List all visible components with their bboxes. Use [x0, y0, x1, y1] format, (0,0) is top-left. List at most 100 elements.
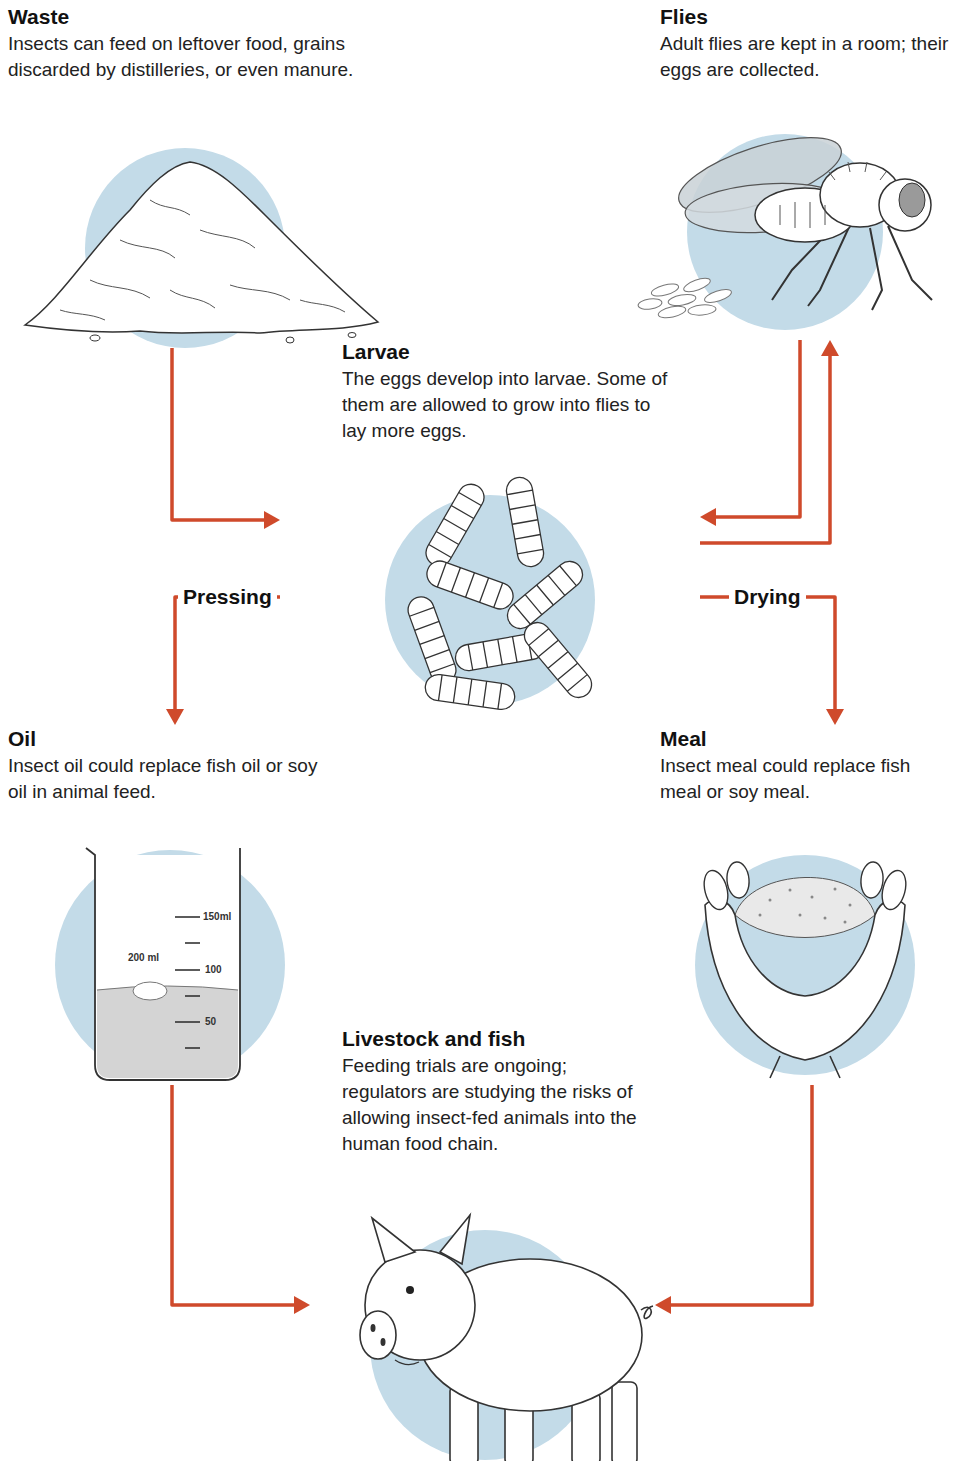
flow-arrow [172, 1085, 310, 1314]
edge-label: Pressing [178, 584, 277, 610]
flow-arrow [655, 1085, 812, 1314]
node-body: Insect oil could replace fish oil or soy… [8, 753, 328, 805]
meal-illustration [695, 855, 915, 1075]
waste-illustration [25, 162, 378, 333]
waste-illustration [90, 333, 356, 344]
larvae-illustration [404, 475, 596, 711]
larvae-illustration [502, 556, 588, 634]
fly-illustration [637, 297, 662, 310]
flow-line [175, 597, 280, 713]
beaker-illustration [133, 982, 167, 1000]
waste-illustration [60, 310, 105, 320]
meal-illustration [759, 888, 852, 924]
fly-illustration [888, 226, 932, 300]
meal-illustration [770, 1056, 840, 1078]
pig-illustration [365, 1250, 475, 1360]
larvae-illustration [404, 593, 459, 686]
node-body: Insect meal could replace fish meal or s… [660, 753, 950, 805]
flow-line [700, 352, 830, 543]
larvae-illustration [438, 675, 501, 709]
larvae-illustration [421, 480, 489, 571]
node-heading: Larvae [342, 338, 672, 366]
beaker-illustration [175, 917, 200, 1048]
beaker-illustration [55, 848, 285, 1080]
fly-illustration [667, 293, 696, 308]
waste-illustration [60, 200, 345, 320]
beaker-illustration [185, 1047, 200, 1049]
stage-node: WasteInsects can feed on leftover food, … [5, 3, 435, 348]
meal-illustration [849, 904, 852, 907]
flow-line [700, 597, 835, 713]
beaker-illustration [185, 995, 200, 997]
arrow-head [821, 340, 839, 356]
flow-line [667, 1085, 812, 1305]
pig-illustration [612, 1382, 637, 1461]
fly-illustration [899, 183, 925, 217]
fly-illustration [780, 202, 825, 228]
larvae-illustration [404, 593, 459, 686]
flow-line [172, 348, 268, 520]
beaker-illustration [86, 848, 240, 1080]
stage-node: Livestock and fishFeeding trials are ong… [310, 1025, 655, 1461]
fly-illustration [657, 304, 686, 320]
flow-arrow [166, 597, 280, 725]
larvae-illustration [423, 557, 516, 612]
fly-illustration [637, 122, 932, 330]
larvae-illustration [421, 480, 489, 571]
waste-illustration [300, 300, 345, 312]
meal-illustration [824, 917, 827, 920]
flow-arrow [700, 340, 800, 526]
beaker-illustration [185, 942, 200, 944]
beaker-illustration [97, 986, 238, 1078]
flow-line [712, 340, 800, 517]
waste-illustration [170, 290, 215, 308]
beaker-illustration [175, 1021, 200, 1023]
node-heading: Waste [8, 3, 428, 31]
meal-illustration [789, 889, 792, 892]
beaker-illustration [95, 855, 240, 1080]
meal-illustration [834, 888, 837, 891]
flow-arrow [700, 597, 844, 725]
meal-illustration [799, 914, 802, 917]
waste-illustration [90, 335, 100, 341]
fly-illustration [879, 179, 931, 231]
arrow-head [166, 709, 184, 725]
meal-illustration [705, 900, 905, 1060]
arrow-head [700, 508, 716, 526]
stage-node: OilInsect oil could replace fish oil or … [5, 725, 335, 1085]
meal-illustration [844, 921, 847, 924]
larvae-illustration [504, 475, 545, 568]
fly-illustration [829, 162, 886, 180]
waste-illustration [25, 148, 378, 348]
beaker-illustration [175, 916, 200, 918]
beaker-illustration [97, 986, 238, 990]
larvae-illustration [468, 634, 532, 670]
fly-illustration [780, 162, 886, 228]
scale-label: 200 ml [128, 952, 159, 964]
meal-illustration [735, 877, 875, 937]
larvae-illustration [429, 493, 482, 558]
larvae-illustration [519, 617, 597, 703]
pig-illustration [360, 1311, 396, 1359]
waste-illustration [150, 200, 190, 215]
node-heading: Oil [8, 725, 328, 753]
arrow-head [264, 511, 280, 529]
scale-label: 100 [205, 964, 222, 976]
stage-node: LarvaeThe eggs develop into larvae. Some… [280, 338, 700, 715]
waste-illustration [200, 230, 255, 248]
arrow-head [655, 1296, 671, 1314]
larvae-illustration [507, 490, 543, 554]
flow-arrow [172, 348, 280, 529]
beaker-illustration [175, 969, 200, 971]
waste-illustration [120, 240, 175, 258]
pig-illustration [360, 1215, 653, 1461]
pig-illustration [381, 1338, 386, 1346]
flow-arrow [700, 340, 839, 543]
meal-illustration [811, 896, 814, 899]
waste-illustration [230, 285, 290, 300]
larvae-illustration [424, 673, 517, 711]
node-body: Feeding trials are ongoing; regulators a… [342, 1053, 652, 1157]
fly-illustration [682, 276, 712, 295]
